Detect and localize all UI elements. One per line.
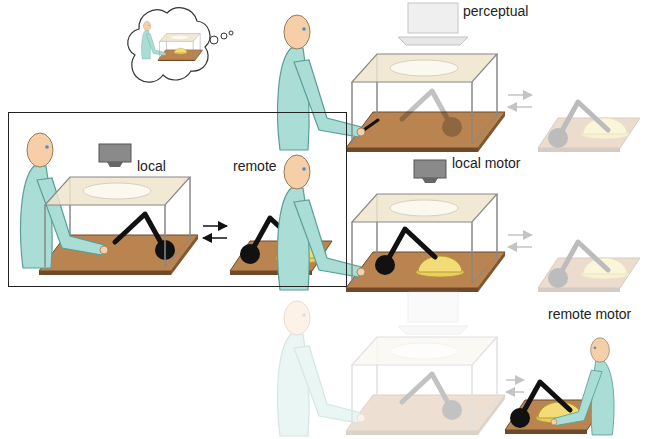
perceptual-panel xyxy=(278,3,640,152)
local-robot xyxy=(115,214,175,260)
camera-icon xyxy=(414,160,446,183)
ghost-remote xyxy=(538,242,640,292)
panel-label: perceptual xyxy=(463,3,528,19)
scene-label: remote xyxy=(233,158,277,174)
local-motor-panel xyxy=(278,155,640,292)
ghost-robot xyxy=(402,91,462,137)
panel-label: remote motor xyxy=(548,306,631,322)
scene-label: local xyxy=(137,158,166,174)
ghost-local xyxy=(278,292,505,436)
haptic-box xyxy=(346,194,505,292)
local-robot xyxy=(375,229,435,275)
camera-icon xyxy=(99,144,131,167)
mirror-top xyxy=(45,177,190,267)
haptic-box xyxy=(346,54,505,152)
scene-frame: local remote xyxy=(8,112,347,287)
arrow xyxy=(203,237,227,239)
mirror-top xyxy=(352,54,497,144)
monitor-icon xyxy=(398,3,468,45)
ghost-remote xyxy=(538,102,640,152)
panel-label: local motor xyxy=(452,155,520,171)
arrow xyxy=(203,225,227,227)
thought-bubble xyxy=(128,8,233,82)
mirror-top xyxy=(352,194,497,284)
remote-operator xyxy=(551,338,614,435)
object-dome xyxy=(416,256,464,277)
